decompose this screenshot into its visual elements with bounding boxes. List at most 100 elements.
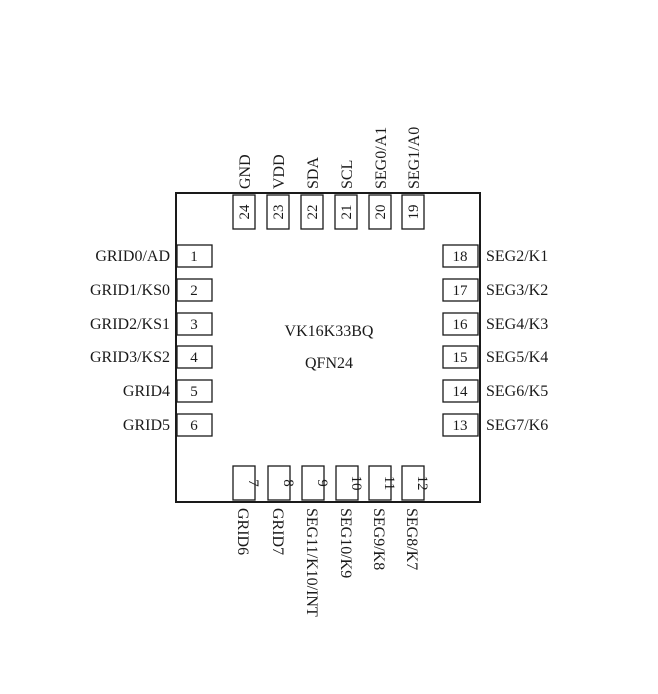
pin-label: SEG5/K4 — [486, 349, 548, 366]
pin-3: 3 GRID2/KS1 — [90, 312, 213, 336]
pin-label: SEG10/K9 — [337, 508, 354, 578]
pin-4: 4 GRID3/KS2 — [90, 345, 213, 369]
pin-pad — [442, 345, 479, 369]
pin-number: 11 — [381, 476, 397, 490]
pin-pad — [401, 465, 425, 501]
pin-pad — [442, 244, 479, 268]
pin-1: 1 GRID0/AD — [95, 244, 213, 268]
pin-label: SEG6/K5 — [486, 383, 548, 400]
pin-5: 5 GRID4 — [123, 379, 213, 403]
pin-pad — [176, 345, 213, 369]
pin-number: 6 — [190, 418, 198, 434]
pin-pad — [176, 244, 213, 268]
pin-label: GND — [237, 154, 254, 189]
pin-pad — [176, 413, 213, 437]
pin-number: 9 — [314, 479, 330, 487]
pin-number: 1 — [190, 249, 198, 265]
pin-number: 3 — [190, 317, 198, 333]
pin-label: GRID6 — [234, 508, 251, 555]
pin-label: SEG2/K1 — [486, 248, 548, 265]
pin-label: GRID5 — [123, 417, 170, 434]
pin-pad — [232, 194, 256, 230]
pin-pad — [176, 379, 213, 403]
pin-pad — [368, 194, 392, 230]
pin-number: 15 — [453, 350, 468, 366]
pin-pad — [334, 194, 358, 230]
pin-6: 6 GRID5 — [123, 413, 213, 437]
pin-label: SEG4/K3 — [486, 316, 548, 333]
pin-label: GRID3/KS2 — [90, 349, 170, 366]
pin-number: 21 — [339, 205, 355, 220]
chip-package: QFN24 — [305, 355, 353, 372]
pin-number: 16 — [453, 317, 469, 333]
pin-label: SEG3/K2 — [486, 282, 548, 299]
pin-2: 2 GRID1/KS0 — [90, 278, 213, 302]
pin-number: 14 — [453, 384, 469, 400]
pin-pad — [300, 194, 324, 230]
pin-number: 24 — [237, 204, 253, 220]
pin-number: 23 — [271, 205, 287, 220]
pin-number: 12 — [414, 476, 430, 491]
pin-22: 22 SDA — [300, 157, 324, 230]
pin-pad — [301, 465, 325, 501]
pin-label: VDD — [271, 154, 288, 189]
pin-pad — [368, 465, 392, 501]
pin-label: SEG7/K6 — [486, 417, 548, 434]
pin-number: 7 — [245, 479, 261, 487]
pin-pad — [442, 312, 479, 336]
pin-pad — [335, 465, 359, 501]
pin-number: 2 — [190, 283, 198, 299]
chip-body — [175, 192, 481, 503]
pin-17: 17 SEG3/K2 — [442, 278, 548, 302]
pin-16: 16 SEG4/K3 — [442, 312, 548, 336]
pin-18: 18 SEG2/K1 — [442, 244, 548, 268]
pin-23: 23 VDD — [266, 154, 290, 230]
pin-pad — [442, 413, 479, 437]
pin-21: 21 SCL — [334, 160, 358, 230]
pin-pad — [266, 194, 290, 230]
pin-number: 17 — [453, 283, 469, 299]
pin-number: 18 — [453, 249, 468, 265]
pin-label: GRID0/AD — [95, 248, 170, 265]
pin-number: 22 — [305, 205, 321, 220]
pin-label: SEG9/K8 — [370, 508, 387, 570]
pin-number: 5 — [190, 384, 198, 400]
pin-number: 4 — [190, 350, 198, 366]
pin-number: 19 — [406, 205, 422, 220]
pin-pad — [232, 465, 256, 501]
pin-pad — [176, 278, 213, 302]
chip-name: VK16K33BQ — [285, 323, 374, 340]
pin-label: SEG0/A1 — [373, 127, 390, 189]
pin-20: 20 SEG0/A1 — [368, 127, 392, 230]
pin-13: 13 SEG7/K6 — [442, 413, 548, 437]
pin-label: GRID1/KS0 — [90, 282, 170, 299]
pin-pad — [401, 194, 425, 230]
pin-label: GRID4 — [123, 383, 170, 400]
pin-label: GRID7 — [269, 508, 286, 555]
pin-14: 14 SEG6/K5 — [442, 379, 548, 403]
pin-label: GRID2/KS1 — [90, 316, 170, 333]
pins-layer: 1 GRID0/AD 2 GRID1/KS0 3 GRID2/KS1 4 GRID3/KS2 5… — [90, 127, 548, 617]
pin-15: 15 SEG5/K4 — [442, 345, 548, 369]
pin-pad — [442, 278, 479, 302]
pin-label: SEG8/K7 — [403, 508, 420, 570]
pin-number: 10 — [348, 476, 364, 491]
pin-label: SCL — [339, 160, 356, 189]
pin-pad — [267, 465, 291, 501]
pin-pad — [176, 312, 213, 336]
pin-number: 20 — [373, 205, 389, 220]
pin-24: 24 GND — [232, 154, 256, 230]
pin-pad — [442, 379, 479, 403]
pin-label: SEG11/K10/INT — [303, 508, 320, 617]
pin-label: SDA — [305, 157, 322, 189]
pin-number: 13 — [453, 418, 468, 434]
pin-number: 8 — [280, 479, 296, 487]
